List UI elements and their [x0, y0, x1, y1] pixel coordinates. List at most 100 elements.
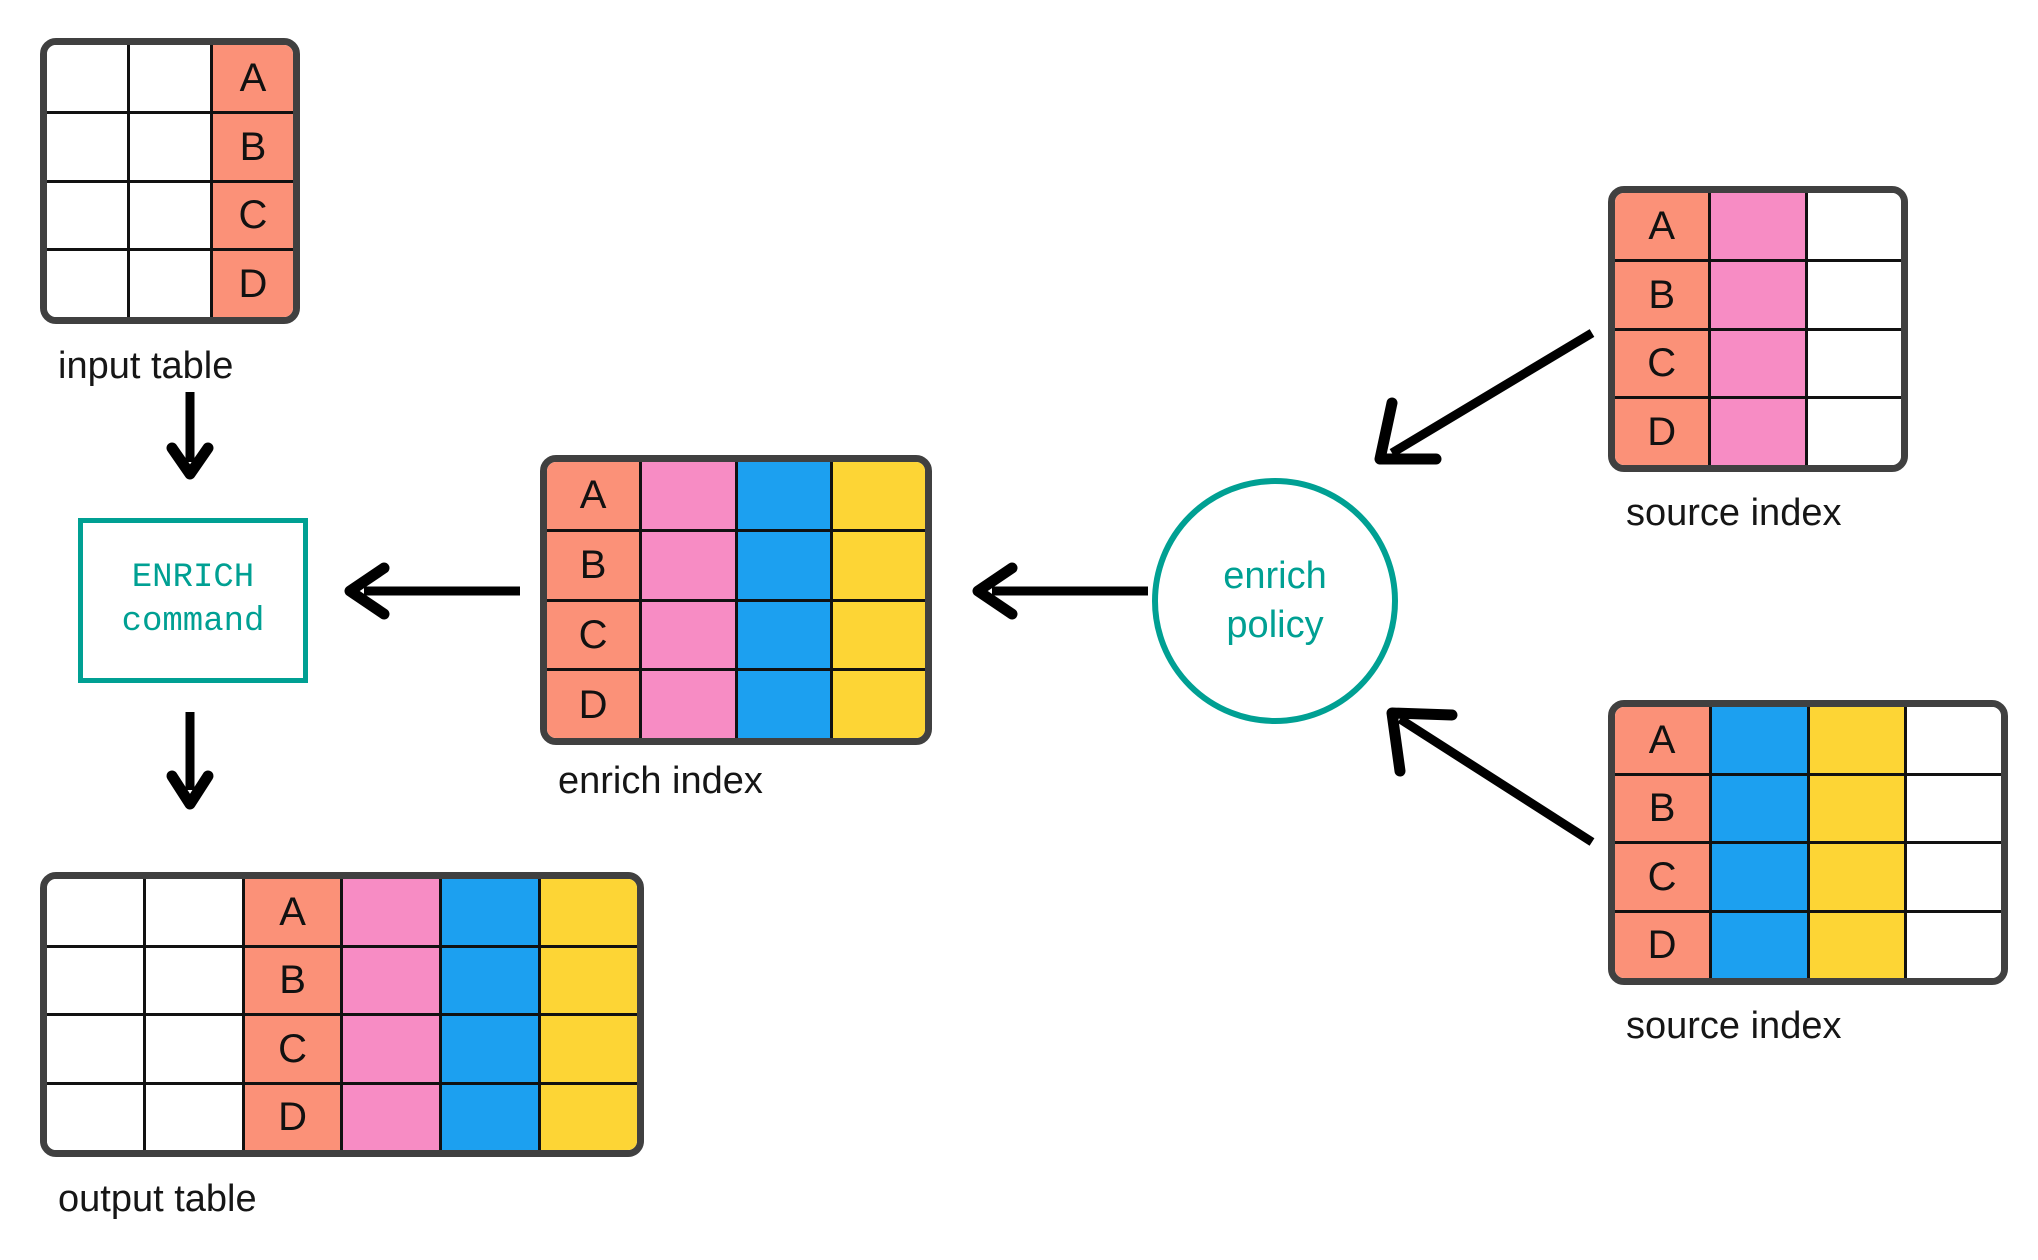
table-row: C — [47, 182, 293, 252]
table-cell — [642, 462, 738, 529]
source-index-top-caption: source index — [1626, 492, 1842, 534]
table-cell-key: C — [547, 601, 643, 669]
table-cell — [832, 601, 925, 669]
table-cell — [1712, 775, 1810, 841]
table-cell — [145, 1016, 245, 1082]
table-cell — [130, 45, 213, 111]
table-row: B — [47, 113, 293, 183]
table-cell — [130, 182, 213, 249]
arrow-input-to-command — [166, 392, 214, 480]
table-cell — [832, 462, 925, 529]
table-row: C — [547, 601, 925, 672]
table-cell — [1712, 912, 1810, 978]
table-cell — [1711, 193, 1808, 259]
table-cell — [1906, 844, 2001, 910]
table-cell — [343, 947, 443, 1013]
table-cell — [1711, 261, 1808, 328]
table-cell — [737, 601, 833, 669]
table-cell — [442, 947, 542, 1013]
table-cell-key: C — [1615, 330, 1712, 397]
enrich-command-line1: ENRICH — [131, 558, 255, 597]
enrich-command-box[interactable]: ENRICH command — [78, 518, 308, 683]
table-row: B — [47, 947, 637, 1016]
table-cell — [47, 251, 130, 317]
enrich-command-line2: command — [121, 602, 265, 641]
table-cell — [642, 531, 738, 599]
table-cell — [1809, 775, 1907, 841]
arrow-command-to-output — [166, 712, 214, 810]
table-cell — [145, 879, 245, 945]
table-cell — [737, 531, 833, 599]
table-row: C — [1615, 844, 2001, 913]
table-cell — [130, 113, 213, 180]
table-cell — [541, 1084, 637, 1150]
table-cell — [442, 1084, 542, 1150]
table-cell — [1807, 399, 1901, 465]
table-row: B — [547, 531, 925, 602]
table-cell-key: A — [1615, 193, 1712, 259]
table-row: C — [1615, 330, 1901, 400]
table-cell — [1809, 912, 1907, 978]
table-cell-key: A — [547, 462, 643, 529]
output-table-caption: output table — [58, 1178, 257, 1220]
table-cell-key: C — [244, 1016, 344, 1082]
table-cell-key: D — [1615, 912, 1713, 978]
source-index-bottom-caption: source index — [1626, 1005, 1842, 1047]
table-cell — [1712, 707, 1810, 773]
table-cell-key: C — [213, 182, 293, 249]
table-cell — [1809, 844, 1907, 910]
table-cell — [47, 113, 130, 180]
table-row: A — [47, 45, 293, 114]
table-cell-key: C — [1615, 844, 1713, 910]
table-cell — [832, 531, 925, 599]
table-cell — [145, 947, 245, 1013]
table-cell — [541, 879, 637, 945]
table-cell — [47, 879, 146, 945]
table-row: D — [1615, 399, 1901, 465]
table-cell — [47, 45, 130, 111]
arrow-enrich-index-to-command — [344, 562, 520, 620]
table-cell — [541, 1016, 637, 1082]
table-cell — [1807, 193, 1901, 259]
table-cell-key: A — [1615, 707, 1713, 773]
enrich-index-caption: enrich index — [558, 760, 763, 802]
table-row: B — [1615, 261, 1901, 331]
enrich-policy-line2: policy — [1226, 604, 1324, 646]
table-cell — [1711, 330, 1808, 397]
table-row: D — [547, 671, 925, 738]
table-cell — [145, 1084, 245, 1150]
table-cell — [1711, 399, 1808, 465]
table-cell — [343, 1016, 443, 1082]
table-cell — [47, 947, 146, 1013]
table-cell — [1906, 912, 2001, 978]
table-row: A — [1615, 707, 2001, 776]
table-cell-key: A — [213, 45, 293, 111]
enrich-policy-node[interactable]: enrich policy — [1152, 478, 1398, 724]
table-cell-key: D — [1615, 399, 1712, 465]
table-cell — [541, 947, 637, 1013]
table-row: A — [47, 879, 637, 948]
table-cell — [442, 879, 542, 945]
table-row: D — [1615, 912, 2001, 978]
table-cell — [1712, 844, 1810, 910]
table-cell-key: B — [547, 531, 643, 599]
table-cell — [1906, 707, 2001, 773]
table-cell-key: B — [213, 113, 293, 180]
table-cell — [442, 1016, 542, 1082]
table-cell-key: D — [547, 671, 643, 738]
table-cell — [47, 182, 130, 249]
table-row: A — [547, 462, 925, 532]
table-cell — [1809, 707, 1907, 773]
table-cell — [642, 601, 738, 669]
table-cell — [47, 1016, 146, 1082]
table-row: D — [47, 1084, 637, 1150]
table-cell — [1807, 330, 1901, 397]
table-cell — [737, 671, 833, 738]
table-cell-key: D — [213, 251, 293, 317]
table-cell-key: D — [244, 1084, 344, 1150]
